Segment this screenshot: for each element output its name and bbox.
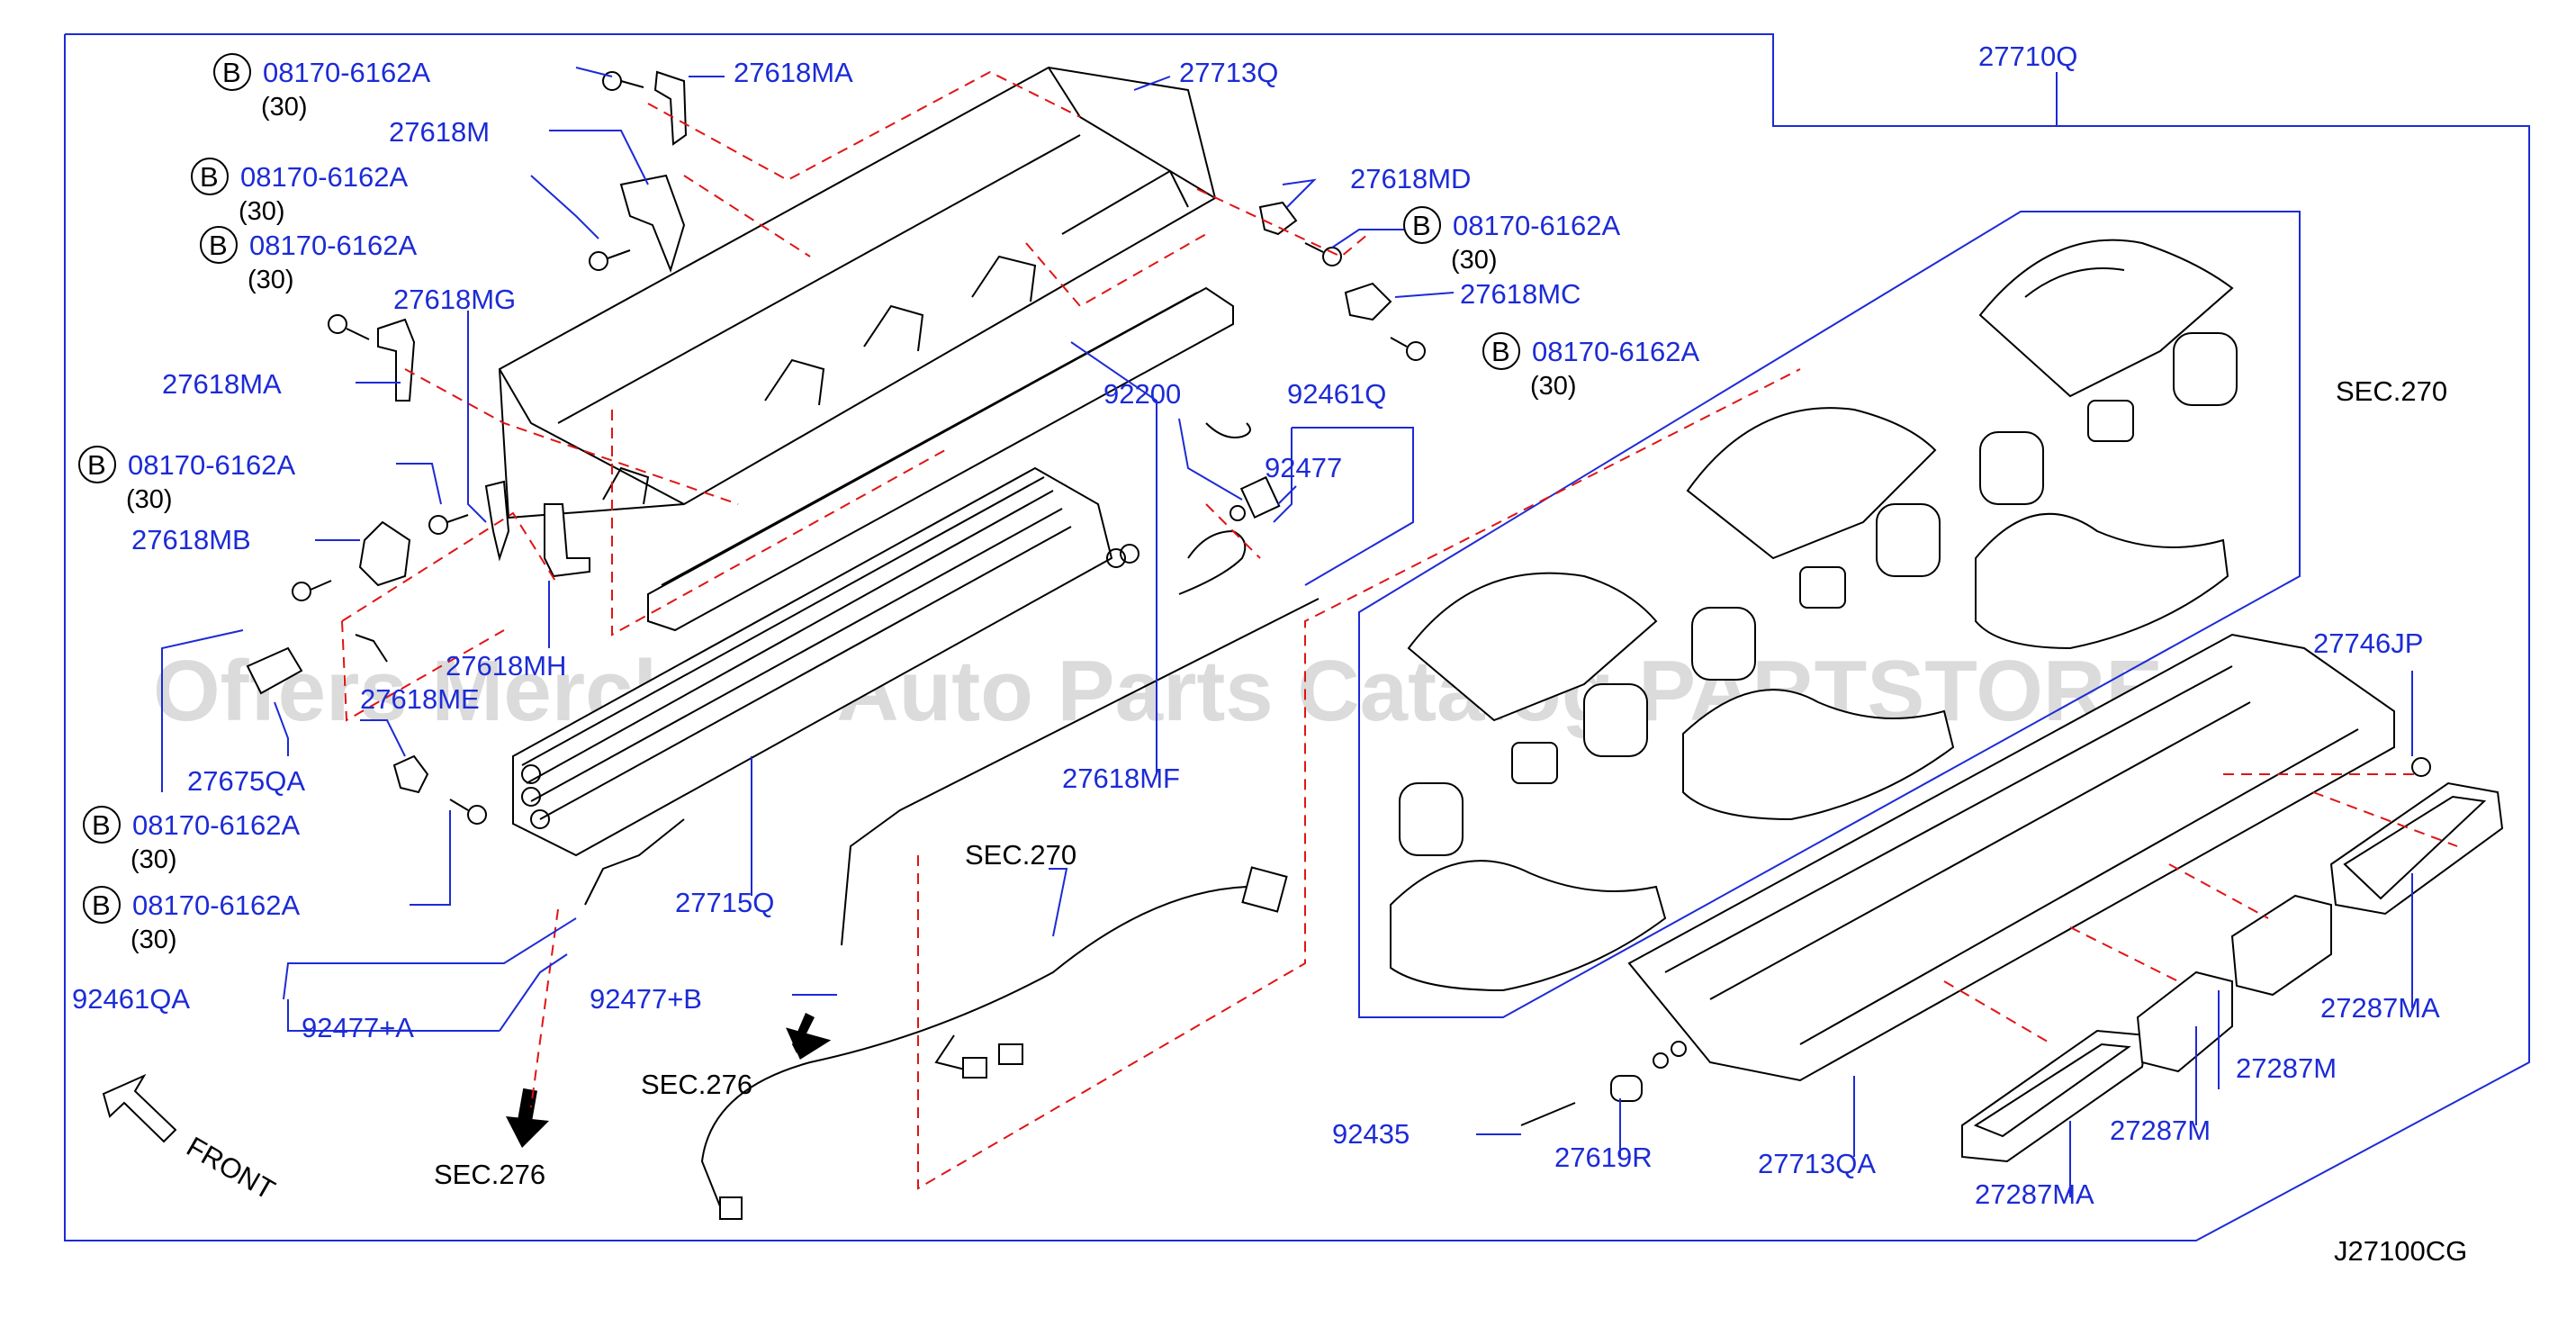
bolt-marker: B <box>92 889 111 921</box>
front-arrow <box>102 1073 177 1143</box>
frame-border <box>64 33 2530 1241</box>
label-27618me: 27618ME <box>360 683 480 715</box>
bracket-27618mb <box>358 520 411 587</box>
bolt-marker: B <box>1491 336 1510 367</box>
bolt-callout-3: B 08170-6162A (30) <box>200 226 417 294</box>
bolts <box>292 71 2431 825</box>
label-92477b: 92477+B <box>590 983 702 1015</box>
bolt-qty: (30) <box>248 266 294 294</box>
label-27618md: 27618MD <box>1350 163 1471 194</box>
arrow-sec276-mid-head <box>786 1027 832 1060</box>
bolt-qty: (30) <box>261 93 308 122</box>
bolt-callout-4: B 08170-6162A (30) <box>78 446 295 514</box>
bolt-callout-8: B 08170-6162A (30) <box>1482 332 1699 401</box>
lower-duct-housing <box>1627 633 2395 1082</box>
label-27287m-right: 27287M <box>2236 1052 2337 1084</box>
label-27287m-mid: 27287M <box>2110 1115 2211 1146</box>
label-27710q: 27710Q <box>1978 41 2077 72</box>
bolt-part: 08170-6162A <box>128 449 295 481</box>
bracket-27618mc <box>1344 282 1392 321</box>
evaporator-core <box>512 466 1139 857</box>
bolt-qty: (30) <box>1451 246 1498 275</box>
label-27287ma-bottom: 27287MA <box>1975 1178 2094 1210</box>
label-27618mg: 27618MG <box>393 284 516 315</box>
bolt-marker: B <box>87 449 106 481</box>
louvers <box>1961 781 2504 1163</box>
bolt-qty: (30) <box>131 925 177 954</box>
bolt-marker: B <box>200 161 219 193</box>
label-92461q: 92461Q <box>1287 378 1386 410</box>
blower-units <box>1390 239 2238 992</box>
bracket-27618mg <box>484 480 510 562</box>
label-92435: 92435 <box>1332 1118 1410 1150</box>
bolt-callout-2: B 08170-6162A (30) <box>191 158 408 226</box>
bracket-27618md <box>1258 201 1298 236</box>
arrow-sec276-left-stem <box>518 1088 538 1123</box>
bolt-part: 08170-6162A <box>132 889 300 921</box>
label-27715q: 27715Q <box>675 887 774 918</box>
label-92200: 92200 <box>1103 378 1181 410</box>
label-27675qa: 27675QA <box>187 765 305 797</box>
bracket-27618me <box>392 754 429 794</box>
bracket-27618ma-left <box>377 318 416 402</box>
label-sec270-right: SEC.270 <box>2336 375 2447 407</box>
bolt-part: 08170-6162A <box>1532 336 1699 367</box>
bolt-part: 08170-6162A <box>132 809 300 841</box>
watermark: Offers Merchant Auto Parts Catalog PARTS… <box>153 643 2307 739</box>
pin-assembly <box>1520 1041 1687 1126</box>
pipe-92461q <box>841 598 1320 946</box>
label-27618mf: 27618MF <box>1062 763 1180 794</box>
label-27618m: 27618M <box>389 116 490 148</box>
label-front: FRONT <box>182 1131 281 1206</box>
upper-duct-housing <box>498 66 1217 519</box>
bracket-27618m <box>619 174 686 274</box>
pipe-small <box>1178 529 1247 595</box>
label-sec276-mid: SEC.276 <box>641 1069 752 1100</box>
bolt-qty: (30) <box>126 485 173 514</box>
blower-group-frame <box>1358 211 2301 1018</box>
bolt-qty: (30) <box>131 845 177 874</box>
duct-27675qa <box>246 634 388 695</box>
label-27618ma-left: 27618MA <box>162 368 282 400</box>
label-27618ma-top: 27618MA <box>734 57 853 88</box>
bolt-part: 08170-6162A <box>249 230 417 261</box>
bolt-part: 08170-6162A <box>1453 210 1620 241</box>
diagram-code: J27100CG <box>2334 1235 2467 1267</box>
label-27713qa: 27713QA <box>1758 1148 1876 1179</box>
bracket-27618mh <box>544 503 590 578</box>
label-27619r: 27619R <box>1554 1142 1653 1173</box>
pipe-92461qa <box>584 818 685 906</box>
bolt-part: 08170-6162A <box>263 57 430 88</box>
bolt-marker: B <box>1412 210 1431 241</box>
bolt-callout-7: B 08170-6162A (30) <box>1403 206 1620 275</box>
bolt-part: 08170-6162A <box>240 161 408 193</box>
leader-lines <box>161 67 2413 1197</box>
label-92461qa: 92461QA <box>72 983 190 1015</box>
label-sec270-mid: SEC.270 <box>965 839 1076 871</box>
label-27746jp: 27746JP <box>2313 627 2423 659</box>
bolt-marker: B <box>222 57 241 88</box>
assembly-dashed-lines <box>341 70 2458 1190</box>
sensor-harness <box>700 866 1288 1220</box>
bolt-marker: B <box>92 809 111 841</box>
label-27618mc: 27618MC <box>1460 278 1581 310</box>
bolt-qty: (30) <box>1530 372 1577 401</box>
side-rail <box>647 286 1234 632</box>
bolt-marker: B <box>209 230 228 261</box>
bolt-qty: (30) <box>239 197 285 226</box>
bolt-callout-6: B 08170-6162A (30) <box>83 886 300 954</box>
expansion-valve <box>1205 422 1281 521</box>
label-27618mb: 27618MB <box>131 524 251 555</box>
label-27287ma-right: 27287MA <box>2320 992 2440 1024</box>
bolt-callout-5: B 08170-6162A (30) <box>83 806 300 874</box>
bracket-27618ma-top <box>653 70 688 146</box>
bolt-callout-1: B 08170-6162A (30) <box>213 53 430 122</box>
label-27713q: 27713Q <box>1179 57 1278 88</box>
arrow-sec276-left-head <box>506 1116 549 1148</box>
label-27618mh: 27618MH <box>446 650 566 682</box>
label-sec276-left: SEC.276 <box>434 1159 545 1190</box>
label-92477a: 92477+A <box>302 1012 414 1043</box>
label-92477: 92477 <box>1265 452 1342 483</box>
